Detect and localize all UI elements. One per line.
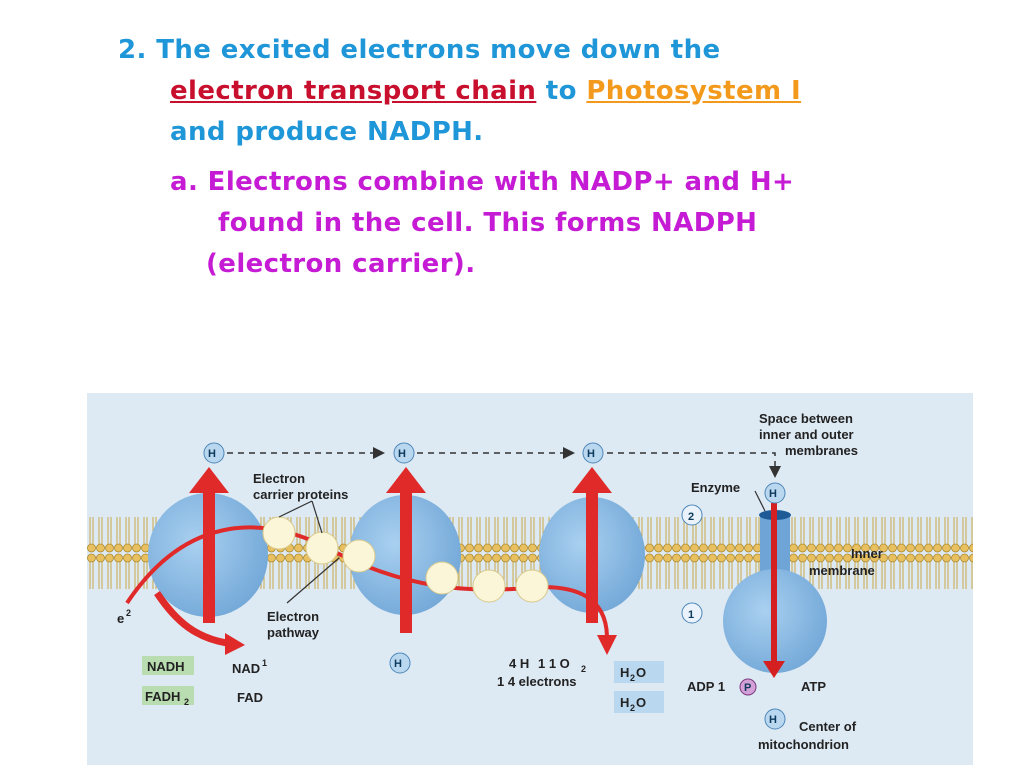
dashed-arrow-3 <box>607 452 781 478</box>
step-2-circle: 2 <box>681 504 703 526</box>
svg-text:1: 1 <box>688 609 694 621</box>
fadh2-box <box>142 686 194 705</box>
fadh2-subscript: 2 <box>184 697 189 707</box>
proton-pump-arrow-1 <box>203 491 215 623</box>
atp-synthase-arrow <box>771 503 777 663</box>
carrier-label-line-2: carrier proteins <box>253 487 348 502</box>
carrier-circle-4 <box>425 561 459 595</box>
nadh-label: NADH <box>147 659 185 674</box>
step-1-circle: 1 <box>681 602 703 624</box>
electron-superscript: 2 <box>126 608 131 618</box>
electron-transport-chain-link[interactable]: electron transport chain <box>170 76 537 106</box>
nadh-input-arrow <box>154 591 228 647</box>
water-sub-2: 2 <box>630 703 635 713</box>
proton-arrowhead-3 <box>572 467 612 493</box>
photosystem-i-link[interactable]: Photosystem I <box>586 76 802 106</box>
atp-arrowhead <box>763 661 785 678</box>
h-ion-4: H <box>764 482 786 504</box>
carrier-pointer-2 <box>311 500 323 534</box>
space-label-line-3: membranes <box>785 443 858 458</box>
phosphate-circle <box>739 678 757 696</box>
carrier-circle-1 <box>262 516 296 550</box>
water-o-1: O <box>636 665 646 680</box>
enzyme-pointer <box>754 490 766 512</box>
water-label-2: H <box>620 695 629 710</box>
carrier-label-line-1: Electron <box>253 471 305 486</box>
reaction-line-1: 4 H <box>509 656 529 671</box>
space-label-line-2: inner and outer <box>759 427 854 442</box>
svg-text:H: H <box>208 448 216 460</box>
h-ion-2: H <box>393 442 415 464</box>
h-ion-1: H <box>203 442 225 464</box>
carrier-circle-6 <box>515 569 549 603</box>
proton-pump-arrow-3 <box>586 491 598 623</box>
space-label-line-1: Space between <box>759 411 853 426</box>
center-label-line-1: Center of <box>799 719 857 734</box>
carrier-circle-3 <box>342 539 376 573</box>
pathway-label-line-2: pathway <box>267 625 320 640</box>
reaction-line-2: 1 4 electrons <box>497 674 577 689</box>
enzyme-label: Enzyme <box>691 480 740 495</box>
nad-label: NAD <box>232 661 260 676</box>
adp-label: ADP 1 <box>687 679 725 694</box>
atp-label: ATP <box>801 679 826 694</box>
water-arrowhead <box>597 635 617 655</box>
point-2-line-3: and produce NADPH. <box>170 117 484 147</box>
reaction-line-1b: 1 1 O <box>538 656 570 671</box>
fadh2-label: FADH <box>145 689 180 704</box>
pathway-label-line-1: Electron <box>267 609 319 624</box>
proton-arrowhead-2 <box>386 467 426 493</box>
nad-output-arrowhead <box>225 633 245 655</box>
proton-arrowhead-1 <box>189 467 229 493</box>
point-a-line-3: (electron carrier). <box>206 249 476 279</box>
electron-symbol: e <box>117 611 124 626</box>
point-a-line-2: found in the cell. This forms NADPH <box>218 208 758 238</box>
svg-text:H: H <box>769 488 777 500</box>
electron-transport-diagram: H H H H H H 2 1 Space between inner and … <box>87 393 973 765</box>
svg-text:H: H <box>769 714 777 726</box>
h-ion-6: H <box>764 708 786 730</box>
water-o-2: O <box>636 695 646 710</box>
fad-label: FAD <box>237 690 263 705</box>
water-label-1: H <box>620 665 629 680</box>
point-2-line-2: electron transport chain to Photosystem … <box>170 71 801 112</box>
h-ion-3: H <box>582 442 604 464</box>
proton-pump-arrow-2 <box>400 491 412 633</box>
svg-text:H: H <box>587 448 595 460</box>
h-ion-5: H <box>389 652 411 674</box>
nadh-box <box>142 656 194 675</box>
carrier-pointer-1 <box>278 500 313 518</box>
nad-superscript: 1 <box>262 658 267 668</box>
inner-membrane-label-1: Inner <box>851 546 883 561</box>
point-2-line-1: 2. The excited electrons move down the <box>118 35 721 65</box>
reaction-o2-subscript: 2 <box>581 664 586 674</box>
electron-pathway-curve <box>125 525 609 639</box>
inner-membrane-label-2: membrane <box>809 563 875 578</box>
water-box-1 <box>614 661 664 683</box>
to-word: to <box>545 76 577 106</box>
svg-text:H: H <box>394 658 402 670</box>
phosphate-label: P <box>744 682 751 694</box>
water-sub-1: 2 <box>630 673 635 683</box>
water-box-2 <box>614 691 664 713</box>
center-label-line-2: mitochondrion <box>758 737 849 752</box>
carrier-circle-2 <box>305 531 339 565</box>
carrier-circle-5 <box>472 569 506 603</box>
svg-text:2: 2 <box>688 511 694 523</box>
point-a-line-1: a. Electrons combine with NADP+ and H+ <box>170 167 795 197</box>
pathway-pointer <box>286 557 340 604</box>
svg-text:H: H <box>398 448 406 460</box>
